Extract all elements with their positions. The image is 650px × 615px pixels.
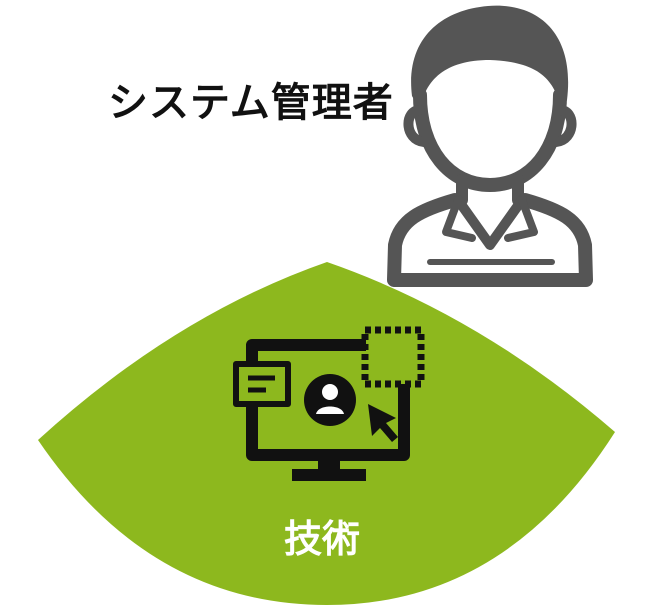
segment-label: 技術 bbox=[283, 517, 360, 561]
window-card-icon bbox=[233, 361, 291, 407]
cursor-icon bbox=[368, 404, 398, 442]
technology-segment bbox=[38, 262, 615, 605]
dashed-selection-icon bbox=[361, 326, 425, 388]
monitor-user-icon bbox=[233, 326, 425, 481]
role-title: システム管理者 bbox=[108, 80, 394, 126]
person-icon bbox=[387, 5, 593, 287]
